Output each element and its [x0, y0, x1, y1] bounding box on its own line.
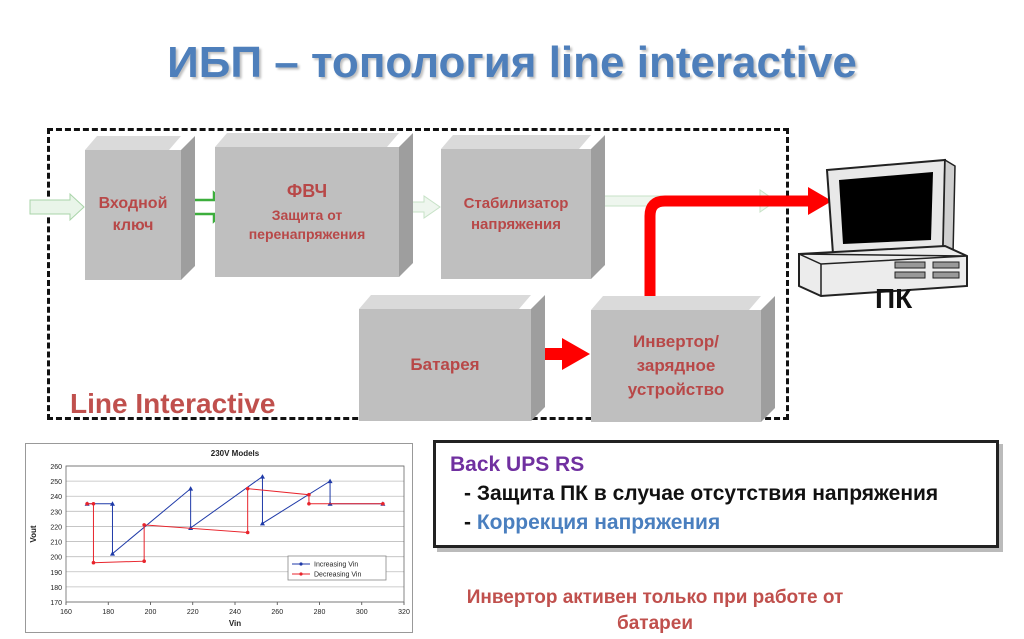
chart-legend-label: Increasing Vin — [314, 562, 358, 569]
chart-point — [91, 501, 96, 506]
chart-point — [307, 501, 311, 506]
chart-xtick-label: 180 — [102, 609, 114, 616]
chart-ytick-label: 220 — [50, 524, 62, 531]
chart-point — [109, 551, 115, 556]
chart-xlabel: Vin — [229, 619, 241, 628]
chart-point — [188, 486, 194, 491]
chart-xtick-label: 320 — [398, 609, 410, 616]
info-line-correction-text: Коррекция напряжения — [476, 511, 721, 534]
line-interactive-label: Line Interactive — [70, 388, 276, 419]
chart-xtick-label: 280 — [314, 609, 326, 616]
stabilizer-label: Стабилизатор напряжения — [463, 195, 569, 233]
chart-svg: 170 180 190 200 210 220 230 240 250 260 160 180 200 2… — [29, 449, 410, 628]
chart-xtick-label: 220 — [187, 609, 199, 616]
pc-label: ПК — [875, 283, 913, 314]
chart-point — [327, 478, 333, 484]
chart-point — [142, 559, 146, 563]
chart-xtick-label: 300 — [356, 609, 368, 616]
chart-point — [85, 501, 89, 506]
chart-series-line — [87, 488, 383, 564]
chart-ytick-label: 180 — [50, 585, 62, 592]
inverter-to-pc-path — [644, 195, 812, 296]
chart-xtick-label: 200 — [145, 609, 157, 616]
chart-series-line — [87, 475, 383, 555]
chart-point — [259, 520, 265, 526]
info-line-protection: - Защита ПК в случае отсутствия напряжен… — [464, 482, 939, 505]
chart-ytick-label: 190 — [50, 570, 62, 577]
chart-ytick-label: 200 — [50, 555, 62, 562]
chart-legend — [287, 555, 387, 581]
chart-ytick-label: 250 — [50, 479, 62, 486]
slide-title: ИБП – топология line interactive — [167, 38, 857, 87]
rfi-subtitle: Защита от перенапряжения — [248, 206, 366, 242]
chart-plot-area — [65, 465, 405, 603]
input-arrow — [29, 192, 85, 222]
chart-xtick-label: 160 — [60, 609, 72, 616]
battery-to-inverter-arrow-head — [562, 338, 590, 370]
chart-point — [245, 486, 250, 491]
rfi-title: ФВЧ — [286, 180, 328, 201]
chart-title: 230V Models — [211, 449, 260, 458]
chart-ytick-label: 170 — [50, 600, 62, 607]
chart-legend-marker — [299, 572, 303, 576]
voltage-chart: 170 180 190 200 210 220 230 240 250 260 160 180 200 2… — [25, 443, 413, 633]
inverter-to-pc-arrow-head — [808, 187, 832, 215]
chart-point — [109, 501, 115, 506]
chart-ytick-label: 210 — [50, 540, 62, 547]
chart-point — [307, 492, 311, 497]
computer-icon — [798, 158, 968, 298]
chart-point — [381, 501, 385, 506]
chart-point — [259, 474, 265, 479]
chart-legend-label: Decreasing Vin — [314, 572, 361, 579]
chart-xtick-label: 240 — [229, 609, 241, 616]
chart-point — [91, 560, 96, 565]
inverter-label: Инвертор/ зарядное устройство — [627, 332, 725, 399]
input-switch-label: Входной ключ — [98, 195, 168, 234]
info-line-correction: - Коррекция напряжения — [450, 511, 982, 535]
chart-ytick-label: 240 — [50, 494, 62, 501]
chart-xtick-label: 260 — [271, 609, 283, 616]
chart-point — [142, 523, 146, 527]
chart-legend-marker — [299, 562, 303, 566]
chart-ytick-label: 230 — [50, 509, 62, 516]
chart-ytick-label: 260 — [50, 464, 62, 471]
info-line-dash: - — [464, 511, 477, 534]
info-line-model: Back UPS RS — [450, 453, 585, 476]
inverter-note: Инвертор активен только при работе от ба… — [466, 587, 844, 634]
chart-ylabel: Vout — [29, 525, 38, 543]
back-ups-info-box: Back UPS RS - Защита ПК в случае отсутст… — [433, 440, 999, 548]
chart-point — [245, 530, 250, 535]
battery-label: Батарея — [410, 355, 480, 374]
